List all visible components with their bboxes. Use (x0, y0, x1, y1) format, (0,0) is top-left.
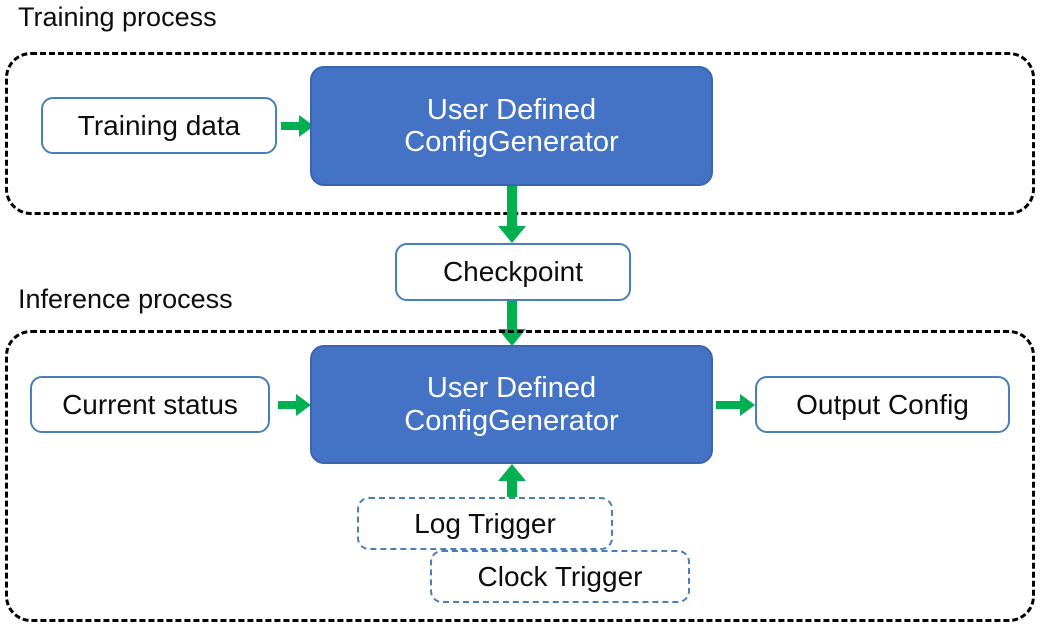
node-config-generator-training-label: User Defined ConfigGenerator (404, 93, 619, 158)
training-process-title: Training process (18, 2, 217, 32)
inference-process-title: Inference process (18, 284, 233, 314)
inference-process-container (5, 330, 1035, 622)
node-checkpoint-label: Checkpoint (442, 256, 584, 288)
node-config-generator-inference[interactable]: User Defined ConfigGenerator (310, 345, 713, 464)
node-log-trigger[interactable]: Log Trigger (357, 497, 613, 550)
node-clock-trigger-label: Clock Trigger (477, 560, 643, 592)
arrow-checkpoint-to-generator (497, 301, 527, 347)
node-training-data-label: Training data (77, 109, 241, 141)
node-output-config[interactable]: Output Config (755, 376, 1010, 433)
arrow-current-status-to-generator (278, 392, 312, 418)
arrow-generator-to-checkpoint (497, 186, 527, 244)
arrow-triggers-to-generator (497, 464, 527, 502)
node-current-status-label: Current status (62, 388, 238, 420)
arrow-generator-to-output-config (716, 392, 756, 418)
training-process-container (5, 52, 1035, 215)
node-config-generator-inference-label: User Defined ConfigGenerator (404, 372, 619, 437)
arrow-training-data-to-generator (281, 113, 315, 139)
node-checkpoint[interactable]: Checkpoint (395, 243, 631, 301)
node-current-status[interactable]: Current status (30, 376, 270, 433)
node-config-generator-training[interactable]: User Defined ConfigGenerator (310, 66, 713, 186)
node-training-data[interactable]: Training data (41, 97, 277, 154)
node-output-config-label: Output Config (796, 388, 969, 420)
node-log-trigger-label: Log Trigger (414, 507, 556, 539)
node-clock-trigger[interactable]: Clock Trigger (430, 550, 690, 603)
